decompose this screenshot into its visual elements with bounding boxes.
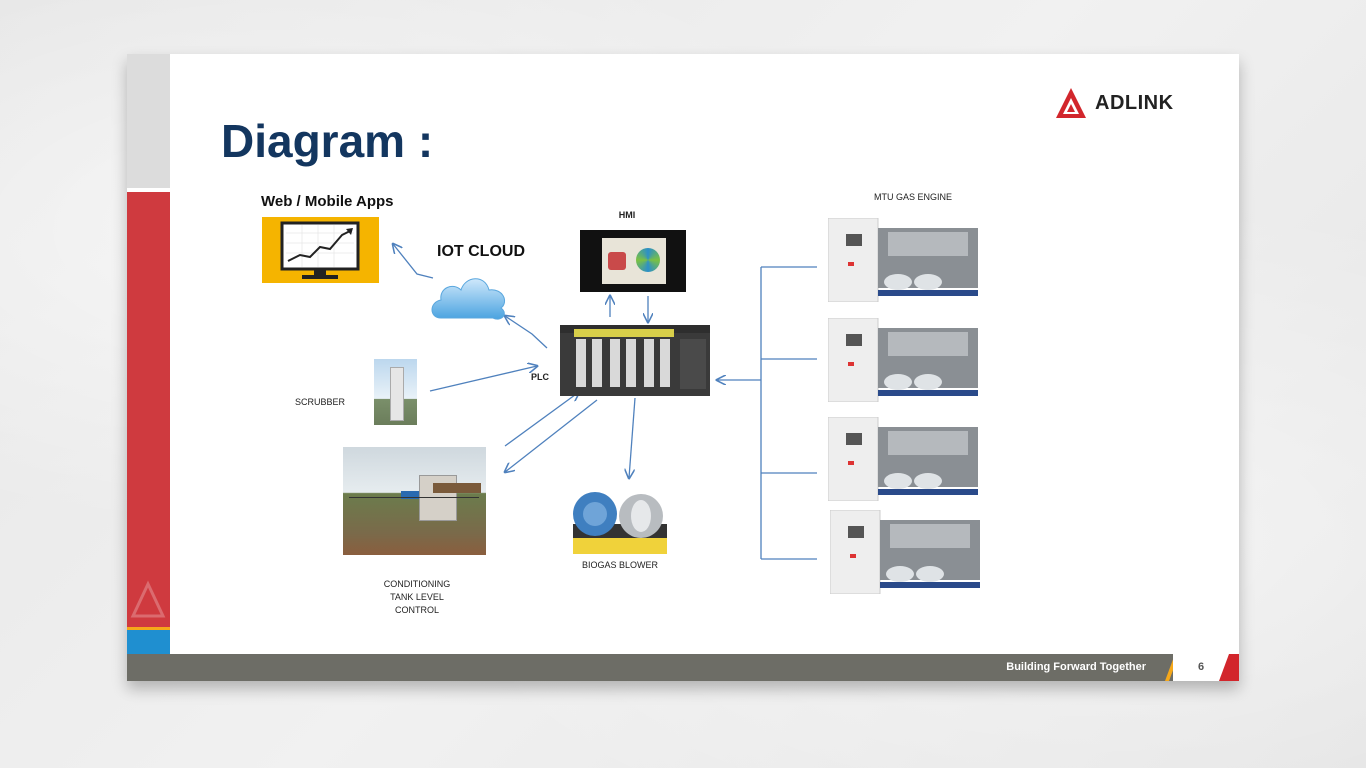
logo-text: ADLINK xyxy=(1095,92,1174,114)
web-apps-monitor-icon xyxy=(262,217,379,283)
conditioning-label: CONDITIONING TANK LEVEL CONTROL xyxy=(367,578,467,617)
mtu-engine-label: MTU GAS ENGINE xyxy=(873,192,952,202)
adlink-logo-icon xyxy=(1056,88,1086,118)
plc-unit xyxy=(560,325,710,396)
mtu-engine-photo-2 xyxy=(828,318,984,402)
page-number: 6 xyxy=(1198,661,1205,673)
conditioning-label-line3: CONTROL xyxy=(394,605,439,615)
left-strip-blue xyxy=(127,627,170,657)
web-apps-label: Web / Mobile Apps xyxy=(261,193,394,210)
mtu-engine-photo-1 xyxy=(828,218,984,302)
left-strip-grey xyxy=(127,54,170,188)
mtu-engine-photo-3 xyxy=(828,417,984,501)
scrubber-photo xyxy=(374,359,417,425)
page-number-box: 6 xyxy=(1173,654,1239,681)
page-corner-icon xyxy=(1219,654,1239,681)
watermark-logo-icon xyxy=(130,580,166,618)
mtu-engine-photo-4 xyxy=(830,510,986,594)
scrubber-label: SCRUBBER xyxy=(294,397,345,407)
slide-title: Diagram : xyxy=(221,115,434,167)
hmi-screen xyxy=(580,230,686,292)
adlink-logo: ADLINK xyxy=(1055,86,1205,120)
footer-tagline: Building Forward Together xyxy=(1006,661,1146,673)
cloud-icon xyxy=(427,266,513,324)
biogas-blower-photo xyxy=(567,484,671,558)
conditioning-label-line1: CONDITIONING xyxy=(383,579,451,589)
left-strip-red xyxy=(127,192,170,627)
biogas-blower-label: BIOGAS BLOWER xyxy=(581,560,659,570)
conditioning-tank-photo xyxy=(343,447,486,555)
plc-label: PLC xyxy=(531,372,549,382)
slide: Diagram : ADLINK xyxy=(127,54,1239,681)
hmi-label: HMI xyxy=(618,210,636,220)
iot-cloud-label: IOT CLOUD xyxy=(437,243,525,260)
conditioning-label-line2: TANK LEVEL xyxy=(390,592,444,602)
connection-arrows xyxy=(127,54,817,560)
slide-footer: Building Forward Together 6 xyxy=(127,654,1239,681)
